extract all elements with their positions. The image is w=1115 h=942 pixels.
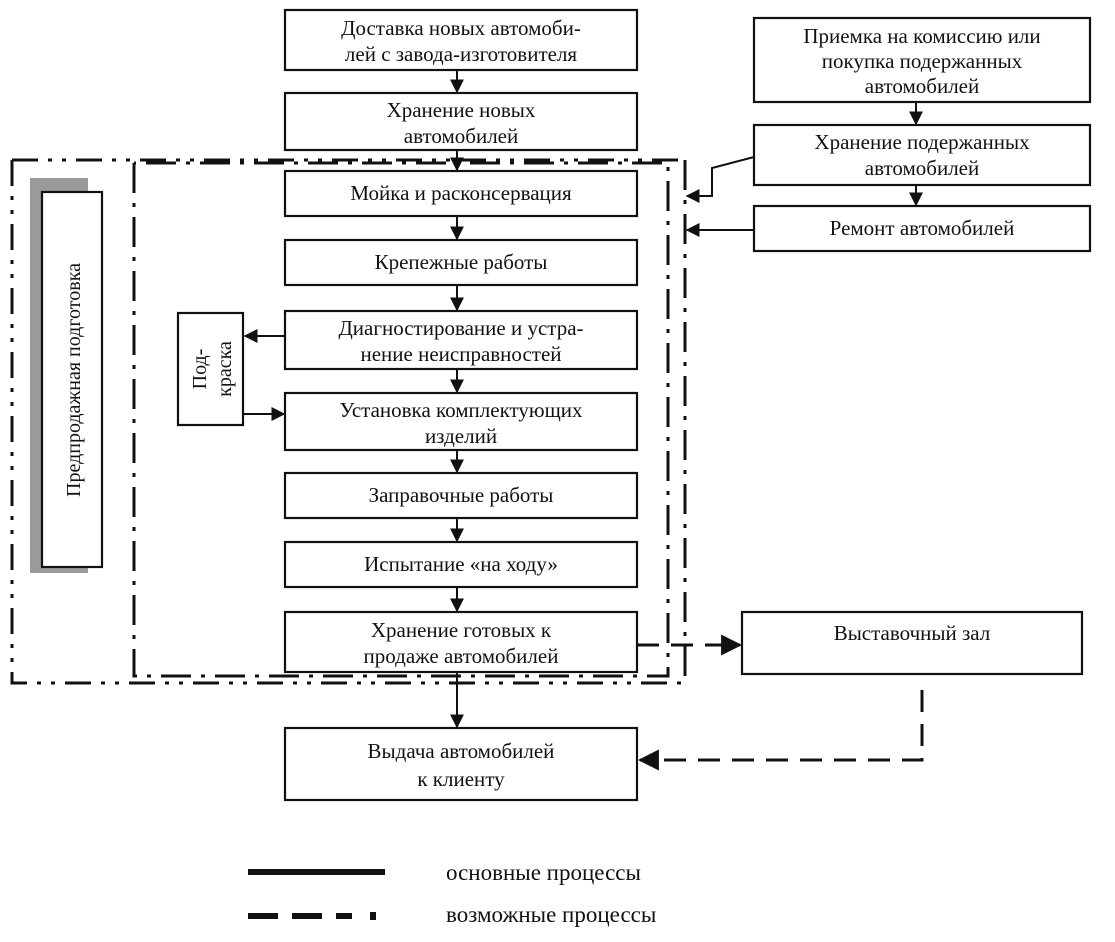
handover-label-line-2: к клиенту bbox=[417, 767, 505, 791]
diagnostics-label-line-1: Диагностирование и устра- bbox=[338, 316, 583, 340]
painting-arrows bbox=[243, 329, 286, 421]
showroom-label: Выставочный зал bbox=[834, 621, 991, 645]
washing-box: Мойка и расконсервация bbox=[283, 169, 639, 218]
diagnostics-label-line-2: нение неисправностей bbox=[360, 342, 561, 366]
used-storage-box: Хранение подержанных автомобилей bbox=[752, 123, 1092, 187]
showroom-box: Выставочный зал bbox=[740, 610, 1084, 676]
presale-label: Предпродажная подготовка bbox=[63, 263, 85, 497]
road-test-box: Испытание «на ходу» bbox=[283, 540, 639, 589]
legend-dashed-dot bbox=[370, 912, 376, 920]
painting-label-line-2: краска bbox=[214, 341, 236, 397]
painting-label-line-1: Под- bbox=[189, 349, 211, 390]
fastening-label: Крепежные работы bbox=[375, 250, 548, 274]
washing-label: Мойка и расконсервация bbox=[350, 181, 572, 205]
storage-ready-label-line-2: продаже автомобилей bbox=[364, 644, 559, 668]
road-test-label: Испытание «на ходу» bbox=[364, 552, 558, 576]
repair-box: Ремонт автомобилей bbox=[752, 204, 1092, 253]
used-storage-label-line-1: Хранение подержанных bbox=[814, 130, 1030, 154]
legend: основные процессы возможные процессы bbox=[248, 860, 656, 927]
storage-new-label-line-2: автомобилей bbox=[404, 124, 518, 148]
refueling-label: Заправочные работы bbox=[369, 483, 554, 507]
diagnostics-box: Диагностирование и устра- нение неисправ… bbox=[283, 309, 639, 371]
delivery-label-line-1: Доставка новых автомоби- bbox=[341, 16, 581, 40]
delivery-box: Доставка новых автомоби- лей с завода-из… bbox=[283, 8, 639, 72]
fastening-box: Крепежные работы bbox=[283, 238, 639, 287]
storage-new-box: Хранение новых автомобилей bbox=[283, 91, 639, 152]
storage-new-label-line-1: Хранение новых bbox=[387, 98, 536, 122]
presale-label-box: Предпродажная подготовка bbox=[30, 178, 104, 573]
used-intake-label-line-1: Приемка на комиссию или bbox=[803, 24, 1040, 48]
presale-zone-boundary bbox=[10, 158, 687, 685]
handover-box: Выдача автомобилей к клиенту bbox=[283, 726, 639, 802]
handover-label-line-1: Выдача автомобилей bbox=[368, 739, 555, 763]
used-flow-arrows bbox=[685, 102, 923, 237]
legend-possible-label: возможные процессы bbox=[446, 902, 656, 927]
arrow-used-storage-to-presale bbox=[685, 156, 755, 203]
used-intake-box: Приемка на комиссию или покупка подержан… bbox=[752, 16, 1092, 104]
arrow-showroom-to-handover bbox=[637, 690, 924, 771]
delivery-label-line-2: лей с завода-изготовителя bbox=[345, 42, 578, 66]
storage-ready-box: Хранение готовых к продаже автомобилей bbox=[283, 610, 639, 674]
used-intake-label-line-3: автомобилей bbox=[865, 74, 979, 98]
components-label-line-2: изделий bbox=[425, 424, 497, 448]
possible-flow-arrows bbox=[637, 634, 924, 771]
repair-label: Ремонт автомобилей bbox=[830, 216, 1015, 240]
components-label-line-1: Установка комплектующих bbox=[339, 398, 583, 422]
refueling-box: Заправочные работы bbox=[283, 471, 639, 520]
used-storage-label-line-2: автомобилей bbox=[865, 156, 979, 180]
storage-ready-label-line-1: Хранение готовых к bbox=[371, 618, 552, 642]
legend-main-label: основные процессы bbox=[446, 860, 641, 885]
components-box: Установка комплектующих изделий bbox=[283, 391, 639, 452]
used-intake-label-line-2: покупка подержанных bbox=[822, 49, 1023, 73]
painting-box: Под- краска bbox=[176, 311, 245, 427]
